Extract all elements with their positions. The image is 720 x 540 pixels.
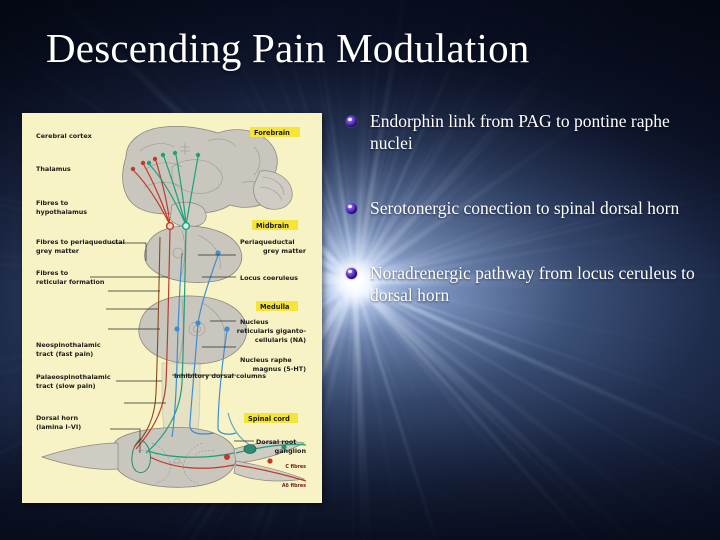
region-header-midbrain: Midbrain: [252, 220, 298, 230]
label-pag-1: Periaqueductal: [240, 238, 295, 246]
label-neospinothalamic-2: tract (fast pain): [36, 350, 93, 358]
label-nrm-1: Nucleus raphe: [240, 356, 292, 364]
label-fibres-to-hypothalamus-1: Fibres to: [36, 199, 69, 207]
label-drg-1: Dorsal root: [256, 438, 296, 446]
label-fibres-pag-2: grey matter: [36, 247, 80, 255]
label-fibres-reticular-2: reticular formation: [36, 278, 105, 286]
label-drg-2: ganglion: [275, 447, 307, 455]
peripheral-nerve-fibres: [147, 412, 307, 482]
list-item-label: Noradrenergic pathway from locus ceruleu…: [370, 263, 695, 305]
label-fibres-to-hypothalamus-2: hypothalamus: [36, 208, 87, 216]
region-label: Spinal cord: [248, 415, 290, 423]
label-palaeospinothalamic-1: Palaeospinothalamic: [36, 373, 111, 381]
diagram-svg: Forebrain Midbrain Medulla Spinal cord C…: [22, 113, 322, 503]
ascending-tracts: [130, 150, 201, 454]
medulla-illustration: [138, 295, 248, 365]
noradrenergic-tract-blue: [171, 250, 237, 438]
region-label: Midbrain: [256, 222, 289, 230]
label-nrgc-3: cellularis (NA): [255, 336, 306, 344]
label-nrgc-1: Nucleus: [240, 318, 269, 326]
list-item: Serotonergic conection to spinal dorsal …: [344, 197, 696, 219]
light-burst-core: [330, 257, 380, 307]
list-item: Endorphin link from PAG to pontine raphe…: [344, 110, 696, 154]
region-label: Medulla: [260, 303, 289, 311]
region-label: Forebrain: [254, 129, 290, 137]
page-title: Descending Pain Modulation: [46, 25, 530, 71]
label-nrgc-2: reticularis giganto-: [237, 327, 307, 335]
bullet-sphere-icon: [346, 268, 357, 279]
list-item-label: Endorphin link from PAG to pontine raphe…: [370, 111, 670, 153]
label-locus-coeruleus: Locus coeruleus: [240, 274, 298, 282]
bullet-sphere-icon: [346, 116, 357, 127]
list-item: Noradrenergic pathway from locus ceruleu…: [344, 262, 696, 306]
region-header-spinal-cord: Spinal cord: [244, 413, 298, 423]
label-dorsal-horn-2: (lamina I–VI): [36, 423, 81, 431]
label-neospinothalamic-1: Neospinothalamic: [36, 341, 101, 349]
label-palaeospinothalamic-2: tract (slow pain): [36, 382, 96, 390]
region-header-medulla: Medulla: [256, 301, 298, 311]
forebrain-illustration: [122, 125, 293, 228]
label-inhibitory-dorsal-columns: Inhibitory dorsal columns: [174, 372, 266, 380]
label-cerebral-cortex: Cerebral cortex: [36, 132, 93, 140]
list-item-label: Serotonergic conection to spinal dorsal …: [370, 198, 680, 218]
diagram-right-labels: Periaqueductal grey matter Locus coerule…: [174, 238, 307, 489]
label-adelta-fibres: Aδ fibres: [282, 483, 306, 489]
pain-pathway-diagram: Forebrain Midbrain Medulla Spinal cord C…: [22, 113, 322, 503]
leader-lines: [90, 242, 254, 453]
label-pag-2: grey matter: [263, 247, 307, 255]
bullet-list: Endorphin link from PAG to pontine raphe…: [344, 110, 696, 306]
label-nrm-2: magnus (5-HT): [253, 365, 306, 373]
diagram-left-labels: Cerebral cortex Thalamus Fibres to hypot…: [36, 132, 125, 431]
label-dorsal-horn-1: Dorsal horn: [36, 414, 78, 422]
bullet-sphere-icon: [346, 203, 357, 214]
descending-tract-brown: [108, 236, 161, 448]
label-thalamus: Thalamus: [36, 165, 71, 173]
region-header-forebrain: Forebrain: [250, 127, 300, 137]
label-fibres-reticular-1: Fibres to: [36, 269, 69, 277]
label-c-fibres: C fibres: [285, 464, 306, 470]
label-fibres-pag-1: Fibres to periaqueductal: [36, 238, 125, 246]
